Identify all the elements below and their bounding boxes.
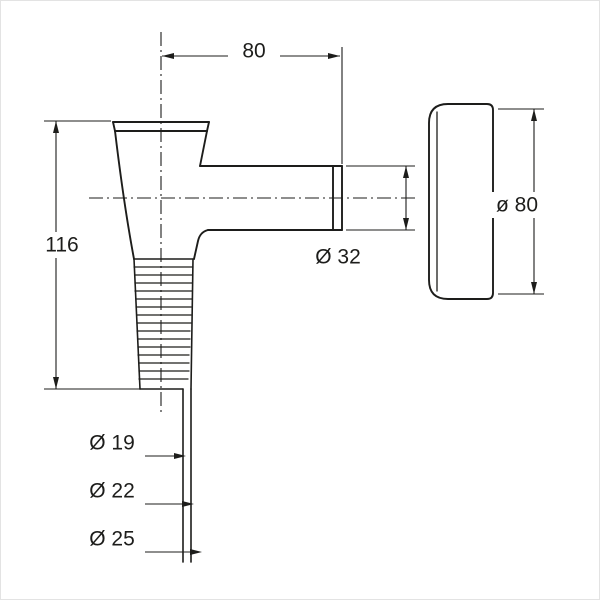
dimension-labels: 80 116 Ø 32 ø 80 Ø 19 Ø 22 Ø 25: [45, 40, 538, 551]
dim-label-pipe-diameter: Ø 32: [315, 246, 361, 269]
arrow-height-bottom: [53, 377, 59, 389]
body-left-edge: [114, 130, 135, 260]
arrow-outlet-d2: [182, 501, 194, 507]
label-masks: [37, 39, 544, 258]
outlet-pipe: [182, 388, 192, 563]
wall-rosette: [428, 103, 494, 300]
mask-top-width: [228, 39, 280, 63]
object-outlines: [112, 103, 494, 563]
dim-label-top-width: 80: [242, 40, 265, 63]
body-right-edge-upper: [199, 130, 208, 167]
dim-label-rosette-diameter: ø 80: [496, 194, 538, 217]
arrow-height-top: [53, 121, 59, 133]
cup-rim-left: [112, 121, 116, 132]
trap-body: [112, 121, 210, 260]
dim-label-outlet-d2: Ø 22: [89, 480, 135, 503]
dim-label-height: 116: [45, 234, 78, 257]
arrow-outlet-d1: [174, 453, 186, 459]
cup-rim-right: [206, 121, 210, 132]
centerlines: [89, 32, 415, 415]
arrow-pipe-top: [403, 166, 409, 178]
arrow-top-width-right: [328, 53, 340, 59]
mask-rosette-diameter: [490, 192, 544, 218]
arrow-outlet-d3: [190, 549, 202, 555]
arrow-pipe-bottom: [403, 218, 409, 230]
body-right-edge-lower: [193, 229, 209, 260]
corrugated-hose: [133, 258, 194, 390]
horizontal-pipe: [199, 165, 343, 231]
rosette-outline: [428, 103, 494, 300]
dim-label-outlet-d1: Ø 19: [89, 432, 135, 455]
hose-ribs: [133, 266, 194, 380]
arrow-rosette-top: [531, 109, 537, 121]
mask-height: [37, 232, 87, 258]
arrow-rosette-bottom: [531, 282, 537, 294]
hose-left-edge: [133, 258, 141, 390]
hose-right-edge: [190, 258, 194, 390]
dim-label-outlet-d3: Ø 25: [89, 528, 135, 551]
arrow-top-width-left: [162, 53, 174, 59]
arrowheads: [53, 53, 537, 555]
